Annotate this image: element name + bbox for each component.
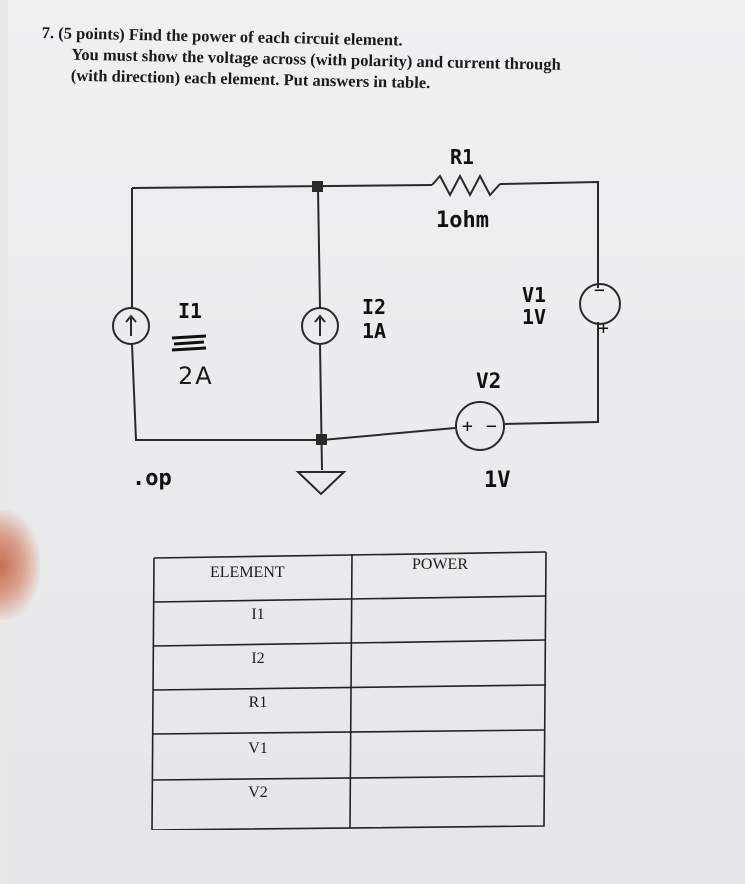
wire-left-lower	[131, 343, 320, 441]
v2-name: V2	[476, 369, 502, 393]
op-directive: .op	[132, 466, 172, 491]
scribble-mark	[171, 334, 207, 352]
header-element: ELEMENT	[210, 564, 285, 581]
wire-top-right	[499, 180, 599, 288]
wire-mid-lower	[319, 343, 323, 471]
v1-value: 1V	[522, 305, 547, 329]
i2-value: 1A	[362, 319, 387, 343]
row-element-v1: V1	[248, 740, 268, 757]
i1-arrow	[125, 314, 137, 336]
v2-value: 1V	[484, 468, 511, 493]
i2-source	[301, 307, 339, 345]
wire-right	[504, 322, 599, 425]
v1-plus: +	[598, 318, 609, 339]
answer-table: ELEMENT POWER I1 I2 R1 V1 V2	[150, 548, 548, 830]
v2-plus: +	[462, 416, 473, 437]
i1-value-handwritten: 2A	[178, 362, 214, 390]
resistor-r1	[431, 173, 501, 198]
table-grid	[151, 551, 547, 830]
r1-name: R1	[450, 145, 475, 169]
row-element-i1: I1	[251, 606, 265, 623]
v1-name: V1	[522, 283, 547, 307]
i1-source	[112, 307, 150, 345]
wire-top-left	[131, 184, 433, 189]
wire-bottom	[321, 427, 456, 441]
exam-paper	[8, 0, 745, 884]
junction-top	[312, 181, 323, 192]
v1-minus: −	[594, 280, 605, 301]
i1-name: I1	[178, 299, 203, 323]
header-power: POWER	[412, 556, 468, 573]
row-element-v2: V2	[248, 784, 268, 801]
finger-shadow	[0, 510, 40, 620]
v2-source	[455, 401, 505, 451]
v1-source	[579, 283, 621, 325]
wire-mid-upper	[317, 187, 321, 309]
row-element-r1: R1	[248, 694, 268, 711]
row-element-i2: I2	[251, 650, 265, 667]
i2-name: I2	[362, 295, 387, 319]
ground-symbol	[295, 471, 347, 496]
i2-arrow	[314, 314, 326, 336]
r1-value: 1ohm	[436, 208, 489, 233]
v2-minus: −	[486, 416, 497, 437]
junction-bottom	[316, 434, 327, 445]
